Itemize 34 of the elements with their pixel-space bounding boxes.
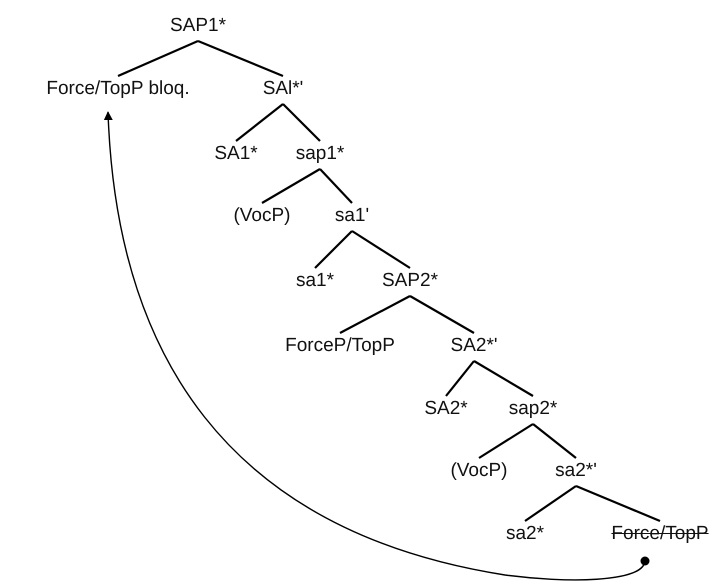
node-label: sa1'	[334, 203, 370, 231]
node-label: SAP2*	[382, 268, 438, 296]
node-label: SA1*	[214, 141, 258, 169]
node-label: SA2*	[424, 396, 468, 424]
tree-branch	[524, 485, 577, 522]
tree-branch	[282, 103, 321, 142]
tree-branch	[261, 168, 321, 204]
node-label: sap2*	[508, 396, 558, 424]
tree-branch	[314, 230, 353, 269]
node-label: sa2*'	[555, 458, 597, 486]
node-label: (VocP)	[233, 203, 291, 231]
movement-arrow	[104, 111, 650, 581]
node-label: ForceP/TopP	[285, 333, 395, 361]
tree-branch	[198, 40, 284, 78]
node-label: sa2*	[506, 521, 544, 549]
node-label: Force/TopP bloq.	[46, 76, 190, 104]
tree-branch	[339, 295, 411, 334]
tree-branch	[319, 168, 353, 204]
tree-branch	[351, 230, 411, 269]
tree-branch	[576, 484, 660, 522]
tree-branch	[478, 423, 534, 459]
node-label: sa1*	[296, 268, 334, 296]
node-label: SAl*'	[262, 76, 304, 104]
tree-branch	[118, 40, 198, 77]
node-label: (VocP)	[450, 458, 508, 486]
tree-branch	[473, 360, 534, 397]
tree-branch	[532, 423, 577, 459]
struck-node-label: Force/TopP	[611, 521, 709, 549]
node-label: sap1*	[296, 141, 344, 169]
tree-branch	[445, 360, 475, 397]
tree-branch	[235, 103, 284, 142]
tree-branch	[409, 295, 475, 334]
node-label: SA2*'	[450, 333, 498, 361]
node-label: SAP1*	[170, 13, 226, 41]
